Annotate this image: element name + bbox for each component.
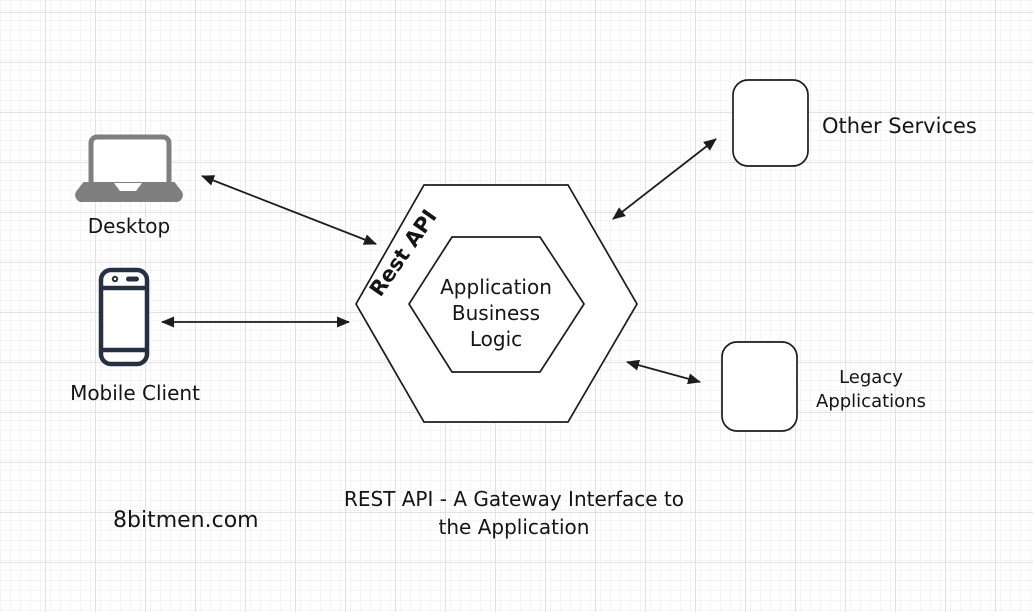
desktop-label: Desktop xyxy=(88,214,170,238)
caption-line2: the Application xyxy=(439,515,590,539)
caption-line1: REST API - A Gateway Interface to xyxy=(344,487,684,511)
legacy-label-line2: Applications xyxy=(816,391,926,412)
core-label-line2: Business xyxy=(452,301,540,325)
arrow-desktop-gateway xyxy=(201,175,377,245)
other-services-label: Other Services xyxy=(822,114,977,138)
legacy-label-line1: Legacy xyxy=(839,367,903,388)
legacy-applications-box xyxy=(721,341,798,432)
mobile-client-label: Mobile Client xyxy=(70,381,200,405)
arrow-gateway-other-services xyxy=(612,138,717,220)
watermark-text: 8bitmen.com xyxy=(113,508,259,533)
laptop-icon xyxy=(75,134,183,203)
other-services-box xyxy=(732,79,809,167)
gateway-inner-hexagon xyxy=(407,236,586,373)
core-label-line3: Logic xyxy=(470,327,522,351)
arrow-gateway-legacy xyxy=(626,359,701,385)
core-label-line1: Application xyxy=(440,275,552,299)
smartphone-icon xyxy=(98,267,150,367)
